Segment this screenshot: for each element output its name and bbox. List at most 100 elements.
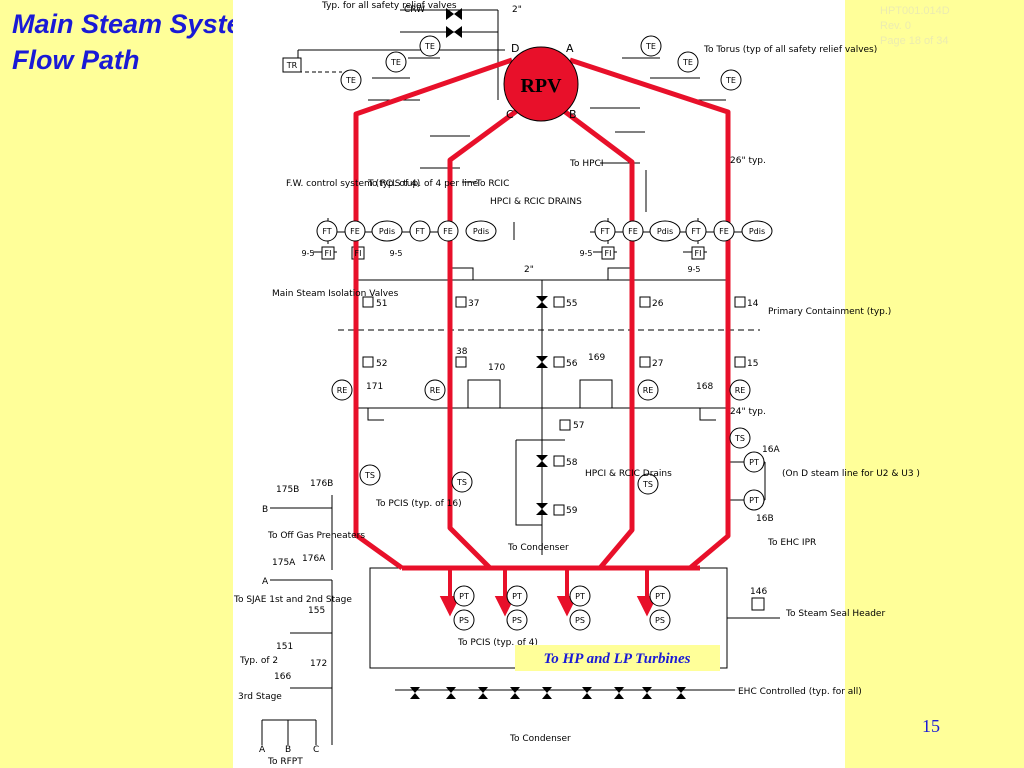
valve-number: 26: [652, 299, 664, 309]
loop-label: 9-5: [579, 249, 592, 258]
document-revision: Rev. 0: [880, 20, 911, 32]
te-label: TE: [390, 58, 401, 67]
note-primary-containment: Primary Containment (typ.): [768, 307, 891, 317]
valve-number: 175B: [276, 485, 299, 495]
note-ehc-controlled: EHC Controlled (typ. for all): [738, 687, 862, 697]
fe-label: FE: [350, 227, 360, 236]
note-drains-header: HPCI & RCIC DRAINS: [490, 197, 582, 207]
valve-number: 166: [274, 672, 291, 682]
loop-label: 9-5: [389, 249, 402, 258]
instrument-bubbles: [316, 35, 773, 631]
note-to-pcis-16: To PCIS (typ. of 16): [375, 499, 462, 509]
rpv-vessel: RPV D A C B: [503, 42, 579, 122]
note-to-rfpt: To RFPT: [267, 757, 303, 767]
loop-label: 9-5: [687, 265, 700, 274]
note-to-pcis-typ4: To PCIS (typ. of 4): [457, 638, 538, 648]
valve-number: 37: [468, 299, 479, 309]
valve-number: 52: [376, 359, 387, 369]
document-reference: HPT001.014D Rev. 0 Page 18 of 34: [880, 4, 950, 49]
instrument-labels: TE TE TE TE TE TE TR FT FE Pdis FT FE Pd…: [286, 42, 765, 625]
valve-number: 59: [566, 506, 578, 516]
valve-number-labels: 51 37 55 26 14 52 38 170 56 169 27 15 17…: [272, 299, 780, 682]
note-third-stage: 3rd Stage: [238, 692, 282, 702]
valve-number: 176B: [310, 479, 333, 489]
pt-label: PT: [749, 496, 759, 505]
rpv-line-b: B: [569, 108, 577, 121]
note-fw-control: F.W. control system (typ. of 4): [286, 179, 420, 189]
ft-label: FT: [600, 227, 609, 236]
te-label: TE: [682, 58, 693, 67]
ft-label: FT: [322, 227, 331, 236]
note-hpci-rcic-drains: HPCI & RCIC Drains: [585, 469, 672, 479]
pt-label: PT: [749, 458, 759, 467]
re-label: RE: [430, 386, 441, 395]
fe-label: FE: [443, 227, 453, 236]
fi-label: FI: [605, 249, 612, 258]
ft-label: FT: [691, 227, 700, 236]
note-to-sjae: To SJAE 1st and 2nd Stage: [233, 595, 352, 605]
document-id: HPT001.014D: [880, 5, 950, 17]
line-letter: A: [262, 577, 269, 587]
note-to-torus: To Torus (typ of all safety relief valve…: [703, 45, 877, 55]
ts-label: TS: [734, 434, 745, 443]
fi-label: FI: [355, 249, 362, 258]
line-letter: C: [313, 745, 319, 755]
valve-symbols: [410, 8, 686, 699]
ps-label: PS: [655, 616, 665, 625]
note-two-inch-mid: 2": [524, 265, 534, 275]
pdis-label: Pdis: [749, 227, 765, 236]
page-number: 15: [922, 716, 940, 736]
pdis-label: Pdis: [379, 227, 395, 236]
valve-number: 56: [566, 359, 578, 369]
note-typ-srv: Typ. for all safety relief valves: [321, 1, 457, 11]
re-label: RE: [337, 386, 348, 395]
tr-label: TR: [286, 61, 298, 70]
note-24-typ: 24" typ.: [730, 407, 766, 417]
te-label: TE: [725, 76, 736, 85]
line-letters: B A A B C: [259, 505, 319, 755]
re-label: RE: [643, 386, 654, 395]
fi-label: FI: [325, 249, 332, 258]
slide-title-line-2: Flow Path: [12, 45, 140, 75]
line-letter: B: [262, 505, 268, 515]
ts-label: TS: [456, 478, 467, 487]
ts-label: TS: [364, 471, 375, 480]
valve-number: 168: [696, 382, 713, 392]
valve-number: 146: [750, 587, 767, 597]
fi-label: FI: [695, 249, 702, 258]
valve-number: 51: [376, 299, 387, 309]
valve-number: 58: [566, 458, 578, 468]
diagram-notes: Typ. for all safety relief valves CRW 2"…: [233, 1, 920, 767]
note-to-rcic: To RCIC: [475, 179, 509, 189]
ft-label: FT: [415, 227, 424, 236]
ts-label: TS: [642, 480, 653, 489]
main-steam-lines: [353, 57, 731, 571]
re-label: RE: [735, 386, 746, 395]
pt-label: PT: [459, 592, 469, 601]
valve-number: 15: [747, 359, 758, 369]
valve-number: 171: [366, 382, 383, 392]
note-to-condenser-upper: To Condenser: [507, 543, 569, 553]
note-to-pcis-4: To PCIS tup. of 4 per line: [367, 179, 479, 189]
note-msiv: Main Steam Isolation Valves: [272, 289, 399, 299]
valve-number: 175A: [272, 558, 296, 568]
note-to-steam-seal: To Steam Seal Header: [785, 609, 885, 619]
valve-number: 16A: [762, 445, 780, 455]
pt-label: PT: [655, 592, 665, 601]
note-to-hp-lp-turbines: To HP and LP Turbines: [544, 651, 691, 667]
note-to-ehc-ipr: To EHC IPR: [767, 538, 816, 548]
msiv-symbols: [282, 57, 765, 611]
note-crw: CRW: [404, 5, 425, 15]
valve-number: 170: [488, 363, 505, 373]
pdis-label: Pdis: [657, 227, 673, 236]
line-letter: A: [259, 745, 266, 755]
valve-number: 176A: [302, 554, 326, 564]
valve-number: 57: [573, 421, 584, 431]
ps-label: PS: [512, 616, 522, 625]
valve-number: 172: [310, 659, 327, 669]
rpv-line-a: A: [566, 42, 574, 55]
fe-label: FE: [719, 227, 729, 236]
note-to-condenser-lower: To Condenser: [509, 734, 571, 744]
